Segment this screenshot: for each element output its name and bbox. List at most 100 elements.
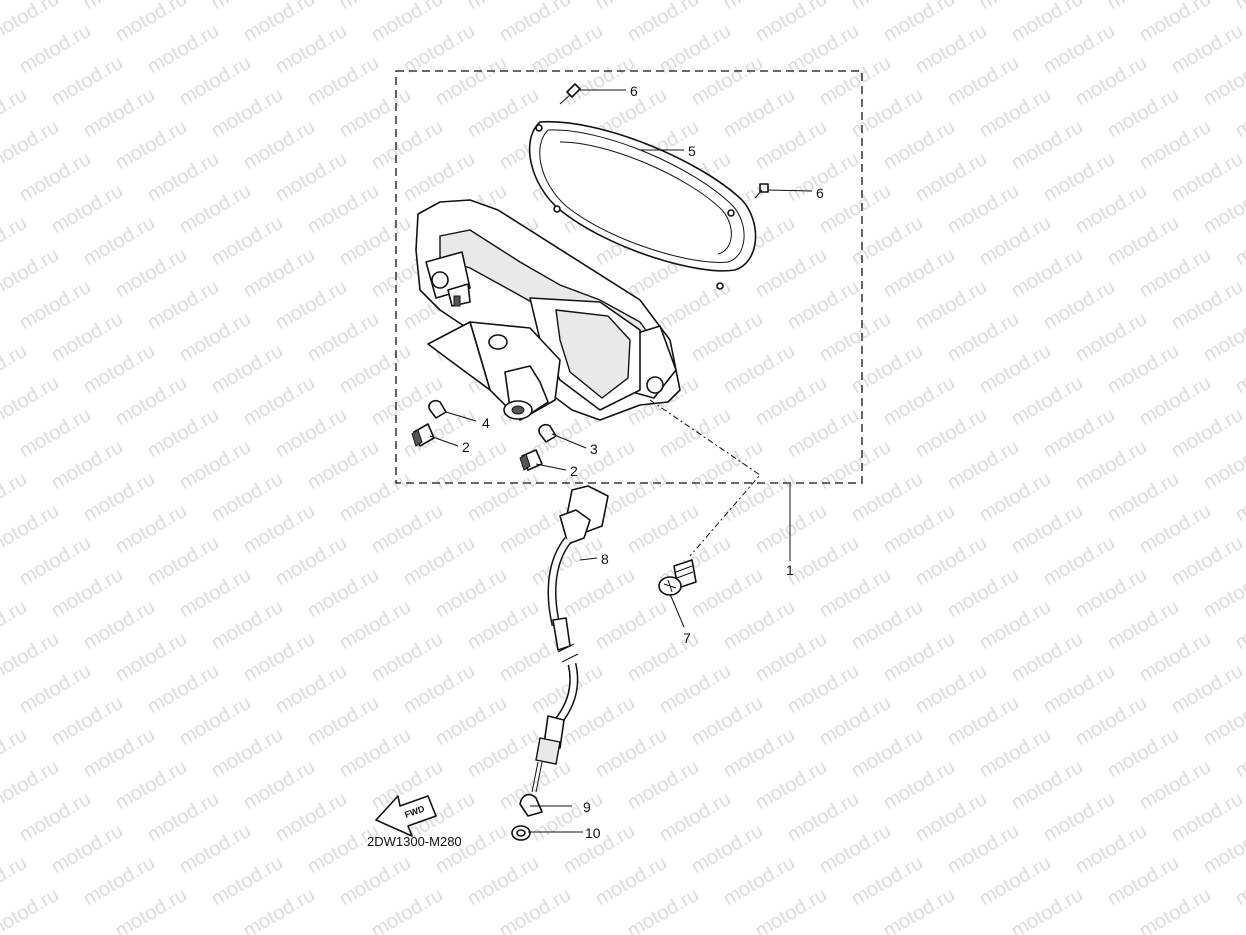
watermark-text: motod.ru: [912, 276, 991, 335]
watermark-text: motod.ru: [336, 852, 415, 911]
watermark-text: motod.ru: [240, 884, 319, 935]
watermark-text: motod.ru: [208, 468, 287, 527]
watermark-text: motod.ru: [1040, 660, 1119, 719]
watermark-text: motod.ru: [1072, 820, 1151, 879]
watermark-text: motod.ru: [880, 244, 959, 303]
watermark-text: motod.ru: [1072, 308, 1151, 367]
watermark-text: motod.ru: [944, 180, 1023, 239]
watermark-text: motod.ru: [752, 244, 831, 303]
watermark-text: motod.ru: [304, 564, 383, 623]
watermark-text: motod.ru: [80, 84, 159, 143]
watermark-text: motod.ru: [944, 820, 1023, 879]
watermark-text: motod.ru: [848, 340, 927, 399]
watermark-text: motod.ru: [464, 84, 543, 143]
watermark-text: motod.ru: [112, 756, 191, 815]
watermark-text: motod.ru: [240, 116, 319, 175]
watermark-text: motod.ru: [944, 308, 1023, 367]
watermark-text: motod.ru: [912, 20, 991, 79]
watermark-text: motod.ru: [688, 308, 767, 367]
watermark-text: motod.ru: [272, 148, 351, 207]
meter-lens-part: [528, 120, 757, 290]
watermark-text: motod.ru: [1008, 628, 1087, 687]
watermark-text: motod.ru: [1072, 180, 1151, 239]
watermark-text: motod.ru: [1136, 756, 1215, 815]
watermark-text: motod.ru: [752, 756, 831, 815]
watermark-text: motod.ru: [1104, 340, 1183, 399]
watermark-text: motod.ru: [112, 884, 191, 935]
watermark-text: motod.ru: [368, 628, 447, 687]
socket-left-part: [411, 423, 435, 447]
watermark-text: motod.ru: [624, 756, 703, 815]
watermark-text: motod.ru: [1072, 692, 1151, 751]
watermark-text: motod.ru: [1072, 564, 1151, 623]
watermark-text: motod.ru: [432, 692, 511, 751]
watermark-text: motod.ru: [432, 436, 511, 495]
watermark-text: motod.ru: [912, 788, 991, 847]
watermark-text: motod.ru: [1040, 404, 1119, 463]
watermark-text: motod.ru: [48, 180, 127, 239]
watermark-text: motod.ru: [720, 724, 799, 783]
watermark-text: motod.ru: [752, 628, 831, 687]
watermark-text: motod.ru: [208, 212, 287, 271]
watermark-text: motod.ru: [1072, 436, 1151, 495]
watermark-text: motod.ru: [208, 340, 287, 399]
watermark-text: motod.ru: [1104, 596, 1183, 655]
watermark-text: motod.ru: [16, 404, 95, 463]
watermark-text: motod.ru: [1072, 52, 1151, 111]
watermark-text: motod.ru: [272, 276, 351, 335]
watermark-text: motod.ru: [1168, 788, 1246, 847]
watermark-text: motod.ru: [848, 212, 927, 271]
watermark-text: motod.ru: [944, 52, 1023, 111]
watermark-text: motod.ru: [944, 436, 1023, 495]
watermark-text: motod.ru: [656, 20, 735, 79]
forward-direction-arrow: FWD: [375, 795, 437, 837]
watermark-text: motod.ru: [400, 20, 479, 79]
watermark-text: motod.ru: [304, 308, 383, 367]
bulb-4-part: [428, 399, 447, 419]
watermark-text: motod.ru: [400, 660, 479, 719]
watermark-text: motod.ru: [976, 596, 1055, 655]
watermark-text: motod.ru: [1168, 276, 1246, 335]
watermark-text: motod.ru: [752, 884, 831, 935]
callout-2: 2: [570, 463, 578, 479]
watermark-text: motod.ru: [112, 116, 191, 175]
watermark-text: motod.ru: [176, 564, 255, 623]
watermark-text: motod.ru: [656, 788, 735, 847]
watermark-text: motod.ru: [368, 500, 447, 559]
watermark-text: motod.ru: [464, 468, 543, 527]
watermark-text: motod.ru: [336, 596, 415, 655]
watermark-text: motod.ru: [688, 564, 767, 623]
watermark-text: motod.ru: [624, 884, 703, 935]
watermark-text: motod.ru: [784, 660, 863, 719]
watermark-text: motod.ru: [1008, 372, 1087, 431]
watermark-text: motod.ru: [592, 724, 671, 783]
watermark-text: motod.ru: [368, 116, 447, 175]
watermark-text: motod.ru: [1040, 788, 1119, 847]
watermark-text: motod.ru: [912, 660, 991, 719]
watermark-text: motod.ru: [432, 52, 511, 111]
callout-8: 8: [601, 551, 609, 567]
watermark-text: motod.ru: [1136, 116, 1215, 175]
watermark-text: motod.ru: [1104, 212, 1183, 271]
watermark-text: motod.ru: [752, 500, 831, 559]
leader-lines: [429, 89, 813, 833]
watermark-text: motod.ru: [144, 532, 223, 591]
screw-top-part: [559, 83, 581, 105]
socket-right-part: [519, 449, 543, 471]
callout-1: 1: [786, 562, 794, 578]
watermark-text: motod.ru: [720, 84, 799, 143]
part-code: 2DW1300-M280: [367, 834, 462, 849]
watermark-text: motod.ru: [272, 404, 351, 463]
watermark-text: motod.ru: [1104, 84, 1183, 143]
watermark-text: motod.ru: [976, 84, 1055, 143]
watermark-text: motod.ru: [784, 788, 863, 847]
watermark-text: motod.ru: [48, 564, 127, 623]
watermark-text: motod.ru: [336, 724, 415, 783]
watermark-text: motod.ru: [496, 884, 575, 935]
meter-housing-part: [415, 199, 681, 421]
watermark-text: motod.ru: [272, 660, 351, 719]
watermark-text: motod.ru: [1168, 148, 1246, 207]
watermark-text: motod.ru: [176, 180, 255, 239]
watermark-text: motod.ru: [784, 276, 863, 335]
